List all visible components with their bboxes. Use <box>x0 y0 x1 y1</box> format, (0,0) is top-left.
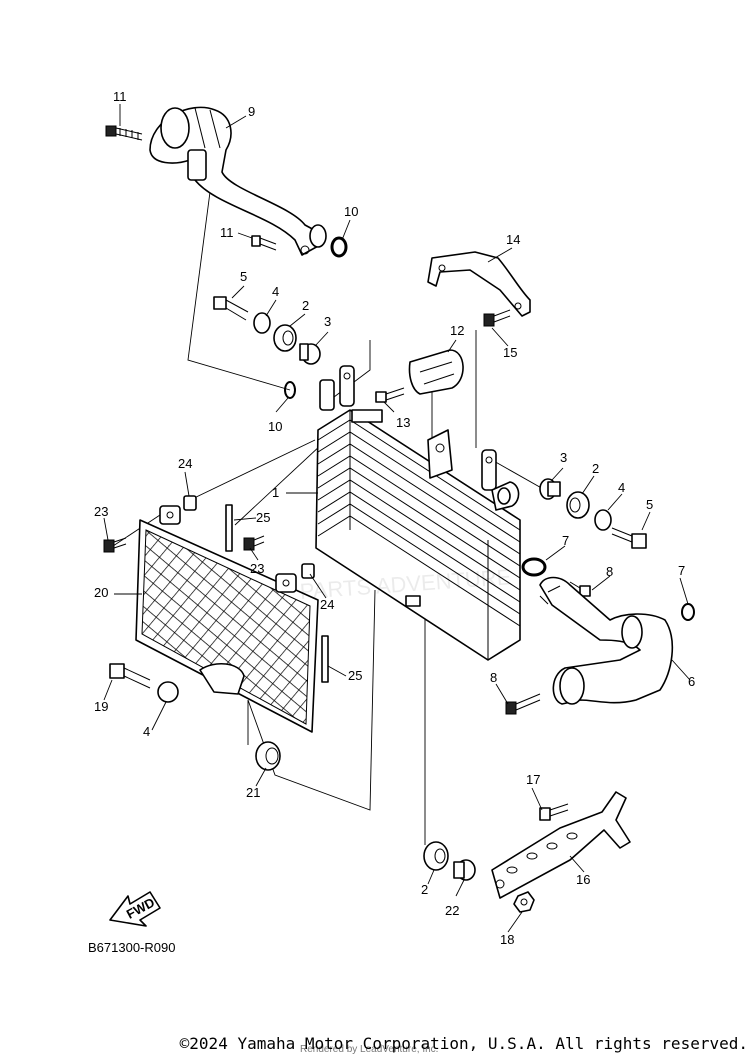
o-ring-10-top <box>330 236 348 258</box>
bracket-16 <box>491 791 631 899</box>
callout-label: 1 <box>272 485 279 500</box>
callout-label: 23 <box>250 561 264 576</box>
callout-label: 8 <box>490 670 497 685</box>
callout-label: 21 <box>246 785 260 800</box>
washer-4-right <box>594 509 612 531</box>
callout-label: 8 <box>606 564 613 579</box>
bolt-5-left <box>213 296 249 321</box>
collar-3-left <box>299 343 321 365</box>
bolt-13 <box>375 387 405 403</box>
callout-labels: 11 9 10 11 5 4 2 3 12 14 15 10 13 24 1 3… <box>94 89 695 947</box>
grommet-2-lower <box>423 841 449 871</box>
bolt-11-mid <box>251 235 277 251</box>
strap-25-lower <box>321 635 329 683</box>
o-ring-10-lower <box>284 381 296 399</box>
callout-label: 4 <box>143 724 150 739</box>
clip-24-lower <box>301 563 315 579</box>
collar-22 <box>453 859 476 881</box>
clip-24-upper <box>183 495 197 511</box>
callout-label: 4 <box>618 480 625 495</box>
callout-label: 7 <box>678 563 685 578</box>
upper-oil-hose <box>149 106 327 256</box>
callout-label: 5 <box>646 497 653 512</box>
fwd-arrow-icon: FWD <box>109 891 161 927</box>
callout-label: 24 <box>320 597 334 612</box>
o-ring-7-center <box>521 557 547 577</box>
collar-3-right <box>539 478 561 500</box>
radiator-guard-20 <box>135 505 319 733</box>
bolt-8-lower <box>505 693 541 715</box>
callout-label: 25 <box>256 510 270 525</box>
bracket-14 <box>427 251 531 317</box>
grommet-21 <box>255 741 281 771</box>
callout-label: 25 <box>348 668 362 683</box>
clamp-12 <box>408 349 464 395</box>
callout-label: 6 <box>688 674 695 689</box>
callout-label: 10 <box>268 419 282 434</box>
lower-oil-hose-6 <box>539 576 674 705</box>
callout-leaders <box>103 104 691 933</box>
bolt-23-center <box>243 535 265 551</box>
callout-label: 7 <box>562 533 569 548</box>
callout-label: 9 <box>248 104 255 119</box>
callout-label: 24 <box>178 456 192 471</box>
callout-label: 2 <box>302 298 309 313</box>
callout-label: 4 <box>272 284 279 299</box>
callout-label: 18 <box>500 932 514 947</box>
copyright-notice: ©2024 Yamaha Motor Corporation, U.S.A. A… <box>179 1034 748 1053</box>
callout-label: 17 <box>526 772 540 787</box>
grommet-2-left <box>273 324 297 352</box>
strap-25-upper <box>225 504 233 552</box>
bolt-15 <box>483 309 511 327</box>
callout-label: 15 <box>503 345 517 360</box>
washer-4-lower <box>157 681 179 703</box>
callout-label: 2 <box>592 461 599 476</box>
bolt-17 <box>539 803 569 821</box>
callout-label: 5 <box>240 269 247 284</box>
callout-label: 12 <box>450 323 464 338</box>
callout-label: 13 <box>396 415 410 430</box>
callout-label: 19 <box>94 699 108 714</box>
callout-label: 3 <box>560 450 567 465</box>
callout-label: 14 <box>506 232 520 247</box>
bolt-11-top <box>105 125 143 141</box>
callout-label: 3 <box>324 314 331 329</box>
bolt-5-right <box>611 527 647 549</box>
grommet-2-right <box>566 491 590 519</box>
callout-label: 11 <box>113 89 127 104</box>
washer-4-left <box>253 312 271 334</box>
callout-label: 16 <box>576 872 590 887</box>
callout-label: 11 <box>220 225 234 240</box>
bolt-23-left <box>103 537 127 553</box>
callout-label: 10 <box>344 204 358 219</box>
callout-label: 22 <box>445 903 459 918</box>
catalog-code: B671300-R090 <box>88 940 176 955</box>
bolt-19 <box>109 663 151 689</box>
nut-18 <box>513 891 535 913</box>
oil-cooler-core-1 <box>315 365 521 661</box>
callout-label: 20 <box>94 585 108 600</box>
o-ring-7-right <box>681 603 695 621</box>
callout-label: 2 <box>421 882 428 897</box>
callout-label: 23 <box>94 504 108 519</box>
rendered-by-note: Rendered by LeadVenture, Inc. <box>300 1044 439 1055</box>
